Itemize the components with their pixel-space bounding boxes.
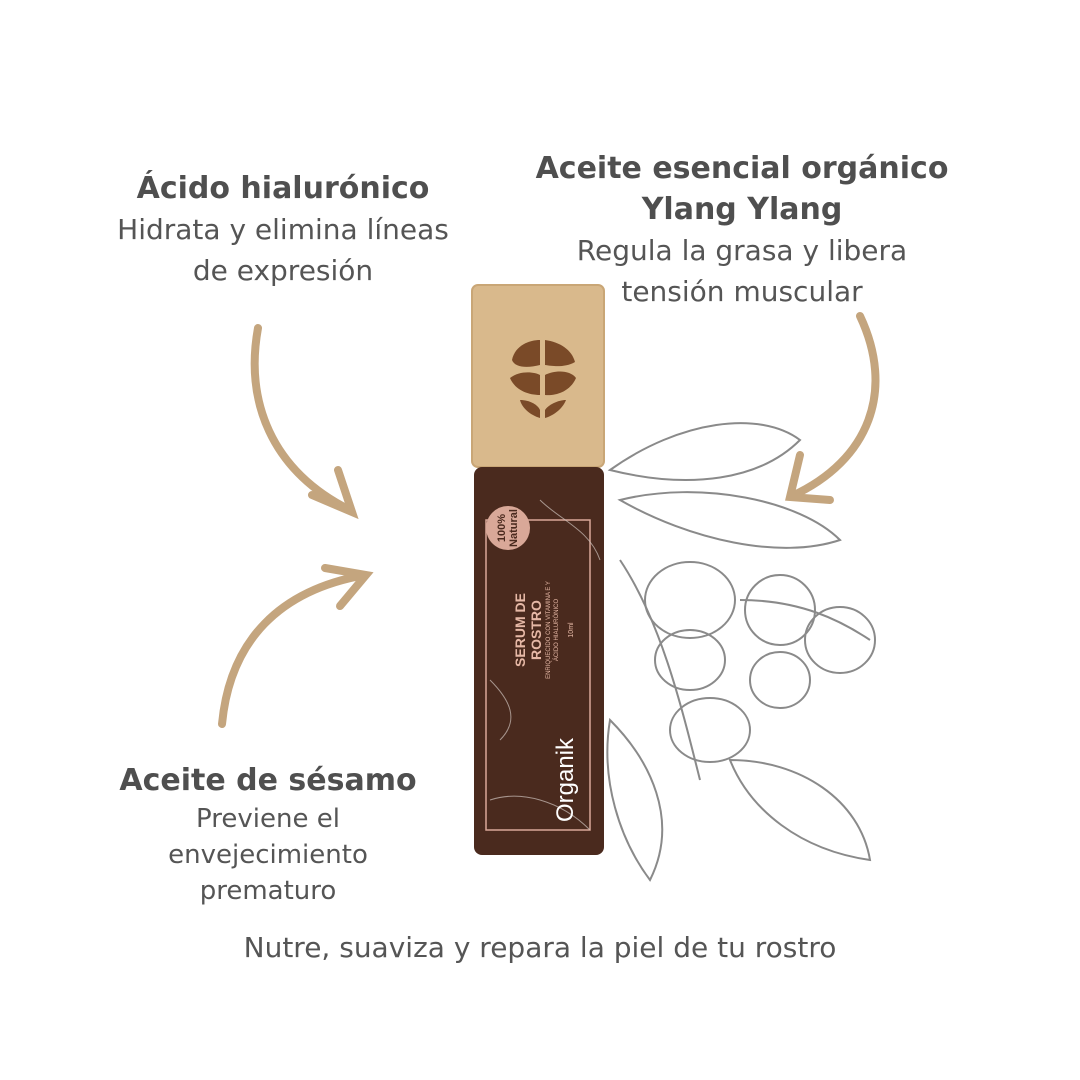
natural-badge: 100% Natural: [496, 509, 520, 547]
benefit-title: Aceite esencial orgánico: [535, 151, 949, 186]
arrow-icon: [218, 564, 374, 728]
benefit-title: Ylang Ylang: [641, 192, 843, 227]
benefit-title: Ácido hialurónico: [136, 171, 430, 206]
leaf-logo-icon: [510, 340, 576, 418]
benefit-ylang-ylang: Aceite esencial orgánico Ylang Ylang Reg…: [536, 148, 949, 312]
benefit-desc: Previene el: [196, 804, 340, 834]
product-subtitle: ENRIQUECIDO CON VITAMINA E Y ÁCIDO HIALU…: [546, 581, 560, 679]
ylang-ylang-plant-illustration: [606, 422, 876, 882]
benefit-desc: tensión muscular: [621, 275, 863, 308]
product-name: SERUM DE ROSTRO: [512, 593, 544, 667]
arrow-icon: [785, 312, 880, 504]
benefit-hyaluronic: Ácido hialurónico Hidrata y elimina líne…: [117, 168, 449, 291]
benefit-sesame: Aceite de sésamo Previene el envejecimie…: [119, 760, 416, 909]
benefit-desc: Regula la grasa y libera: [576, 234, 908, 267]
benefit-desc: Hidrata y elimina líneas: [117, 213, 449, 246]
arrow-icon: [250, 324, 359, 520]
tagline: Nutre, suaviza y repara la piel de tu ro…: [243, 931, 837, 964]
serum-bottle: [471, 284, 605, 855]
brand-logo: Organik: [552, 737, 579, 823]
benefit-desc: de expresión: [192, 254, 374, 287]
benefit-desc: envejecimiento: [168, 840, 368, 870]
benefit-title: Aceite de sésamo: [119, 763, 417, 798]
product-volume: 10ml: [568, 622, 575, 638]
benefit-desc: prematuro: [199, 876, 337, 906]
